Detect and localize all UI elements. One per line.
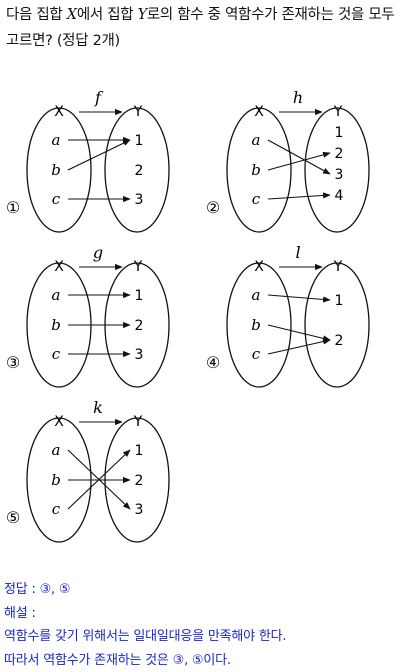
set-y-label: Y (133, 259, 143, 275)
choice-number: ① (6, 198, 20, 217)
explanation-label: 해설 : (4, 602, 398, 626)
codomain-element: 3 (135, 347, 144, 363)
codomain-element: 1 (135, 288, 144, 304)
set-y-label: Y (333, 104, 343, 120)
set-y-label: Y (133, 104, 143, 120)
mapping-arrow (268, 340, 330, 354)
codomain-element: 1 (135, 133, 144, 149)
diagram-5: X Yk abc 1 2 3 ⑤ (6, 398, 169, 542)
mapping-arrow (268, 153, 330, 170)
domain-element: c (252, 345, 261, 363)
domain-element: c (52, 345, 61, 363)
domain-element: b (51, 161, 61, 179)
choice-number: ④ (206, 353, 220, 372)
codomain-element: 3 (335, 167, 344, 183)
answer-line: 정답 : ③, ⑤ (4, 578, 398, 602)
codomain-element: 2 (335, 146, 344, 162)
codomain-element: 4 (335, 188, 344, 204)
codomain-element: 1 (135, 443, 144, 459)
domain-element: a (52, 441, 61, 459)
choice-number: ⑤ (6, 508, 20, 527)
mapping-arrow (268, 140, 330, 174)
set-y-label: Y (133, 414, 143, 430)
domain-element: b (51, 471, 61, 489)
diagram-4: X Yl abc 1 2 ④ (206, 243, 369, 387)
domain-element: a (252, 286, 261, 304)
diagram-1: X Yf abc 1 2 3 ① (6, 88, 169, 232)
explanation-line: 역함수를 갖기 위해서는 일대일대응을 만족해야 한다. (4, 625, 398, 649)
domain-element: b (51, 316, 61, 334)
codomain-element: 3 (135, 192, 144, 208)
choice-number: ② (206, 198, 220, 217)
mapping-arrow (68, 140, 130, 170)
domain-element: b (251, 161, 261, 179)
codomain-element: 2 (135, 473, 144, 489)
codomain-element: 1 (335, 293, 344, 309)
choice-number: ③ (6, 353, 20, 372)
domain-element: c (52, 190, 61, 208)
domain-element: c (52, 500, 61, 518)
conclusion-line: 따라서 역함수가 존재하는 것은 ③, ⑤이다. (4, 649, 398, 672)
function-label: h (293, 88, 303, 107)
set-x-label: X (254, 259, 264, 275)
domain-element: a (52, 286, 61, 304)
set-x-label: X (254, 104, 264, 120)
domain-element: b (251, 316, 261, 334)
set-x-label: X (54, 104, 64, 120)
function-label: k (93, 398, 103, 417)
function-label: f (94, 88, 104, 107)
domain-element: c (252, 190, 261, 208)
answer-section: 정답 : ③, ⑤ 해설 : 역함수를 갖기 위해서는 일대일대응을 만족해야 … (4, 578, 398, 672)
codomain-element: 1 (335, 125, 344, 141)
codomain-element: 3 (135, 502, 144, 518)
codomain-element: 2 (135, 318, 144, 334)
function-label: l (295, 243, 300, 262)
domain-element: a (252, 131, 261, 149)
set-y-label: Y (333, 259, 343, 275)
diagram-3: X Yg abc 1 2 3 ③ (6, 243, 169, 387)
diagram-2: X Yh abc 1 2 3 4 ② (206, 88, 369, 232)
set-x-label: X (54, 259, 64, 275)
mapping-arrow (268, 295, 330, 300)
codomain-element: 2 (135, 163, 144, 179)
set-x-label: X (54, 414, 64, 430)
codomain-element: 2 (335, 333, 344, 349)
mapping-arrow (268, 195, 330, 199)
domain-element: a (52, 131, 61, 149)
function-label: g (93, 243, 103, 262)
codomain-oval (305, 263, 369, 387)
mapping-arrow (268, 325, 330, 340)
